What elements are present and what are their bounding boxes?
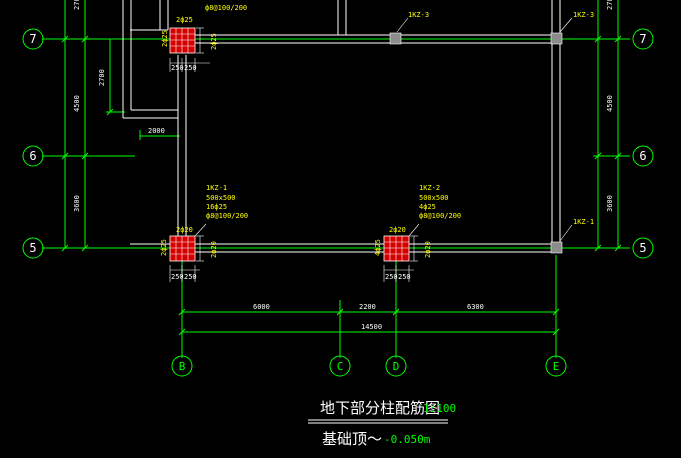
kz1-top-label: 2ф20 xyxy=(176,226,193,234)
kz1-rebar: 16ф25 xyxy=(206,203,227,211)
kz2-rebar: 4ф25 xyxy=(419,203,436,211)
label-kz1-right: 1KZ-1 xyxy=(573,218,594,226)
right-dimension-texts: 2700 4500 3600 xyxy=(606,0,614,212)
top-left-stirrup: ф8@100/200 xyxy=(205,4,247,12)
axis-label-6-left: 6 xyxy=(29,149,36,163)
axis-bubble-7-left xyxy=(22,28,44,50)
left-dim-opening: 2000 xyxy=(148,127,165,135)
column-detail-top-left: 250 250 2ф25 ф8@100/200 2ф25 2ф25 xyxy=(161,4,247,72)
axis-bubble-labels: 7 6 5 7 6 5 B C D E xyxy=(29,32,646,373)
axis-bubble-6-right xyxy=(632,145,654,167)
right-dim-upper: 4500 xyxy=(606,95,614,112)
column-kz1-right xyxy=(550,241,563,254)
label-kz3-mid: 1KZ-3 xyxy=(408,11,429,19)
column-kz3-mid xyxy=(389,32,402,45)
column-kz3-right xyxy=(550,32,563,45)
label-kz3-right: 1KZ-3 xyxy=(573,11,594,19)
axis-label-e: E xyxy=(553,360,560,373)
kz1-half-a: 250 xyxy=(171,273,184,281)
axis-bubbles xyxy=(22,28,654,377)
axis-bubble-6-left xyxy=(22,145,44,167)
top-left-half-b: 250 xyxy=(184,64,197,72)
kz2-size: 500x500 xyxy=(419,194,449,202)
axis-bubble-e xyxy=(545,355,567,377)
top-left-right-label: 2ф25 xyxy=(210,33,218,50)
kz1-stirrup: ф8@100/200 xyxy=(206,212,248,220)
bottom-dim-bc: 6000 xyxy=(253,303,270,311)
bottom-dimension-texts: 6000 2200 6300 14500 xyxy=(253,303,484,331)
kz2-stirrup: ф8@100/200 xyxy=(419,212,461,220)
bottom-dim-de: 6300 xyxy=(467,303,484,311)
axis-bubble-c xyxy=(329,355,351,377)
kz1-size: 500x500 xyxy=(206,194,236,202)
left-dimension-texts: 2700 4500 3600 2700 2000 xyxy=(73,0,165,212)
bottom-dimension-chain xyxy=(178,308,560,336)
title-block: 地下部分柱配筋图 1:100 基础顶～ -0.050m xyxy=(308,399,456,448)
grid-lines xyxy=(42,38,630,358)
drawing-elevation: -0.050m xyxy=(384,433,431,446)
left-dimension-chain xyxy=(60,0,180,252)
column-detail-kz2: 250 250 2ф20 4ф25 2ф20 1KZ-2 500x500 4ф2… xyxy=(374,184,461,282)
kz2-half-a: 250 xyxy=(385,273,398,281)
axis-bubble-5-right xyxy=(632,237,654,259)
right-dim-lower: 3600 xyxy=(606,195,614,212)
kz1-side-label: 2ф25 xyxy=(160,239,168,256)
left-dim-top: 2700 xyxy=(73,0,81,10)
small-columns xyxy=(389,32,563,254)
drawing-title: 地下部分柱配筋图 xyxy=(320,399,440,417)
axis-label-b: B xyxy=(179,360,186,373)
axis-label-5-left: 5 xyxy=(29,241,36,255)
axis-label-d: D xyxy=(393,360,400,373)
axis-bubble-7-right xyxy=(632,28,654,50)
column-detail-kz1: 250 250 2ф20 2ф25 2ф20 1KZ-1 500x500 16ф… xyxy=(160,184,248,282)
bottom-dim-cd: 2200 xyxy=(359,303,376,311)
axis-label-5-right: 5 xyxy=(639,241,646,255)
drawing-subtitle: 基础顶～ xyxy=(322,430,382,448)
bottom-dim-total: 14500 xyxy=(361,323,382,331)
kz1-half-b: 250 xyxy=(184,273,197,281)
kz1-right-label: 2ф20 xyxy=(210,241,218,258)
left-dim-inner: 2700 xyxy=(98,69,106,86)
kz2-name: 1KZ-2 xyxy=(419,184,440,192)
top-left-half-a: 250 xyxy=(171,64,184,72)
axis-label-7-right: 7 xyxy=(639,32,646,46)
axis-bubble-d xyxy=(385,355,407,377)
axis-bubble-b xyxy=(171,355,193,377)
small-column-labels: 1KZ-3 1KZ-3 1KZ-1 xyxy=(396,11,594,242)
top-left-top-label: 2ф25 xyxy=(176,16,193,24)
axis-label-c: C xyxy=(337,360,344,373)
right-dimension-chain xyxy=(593,0,623,252)
left-dim-upper: 4500 xyxy=(73,95,81,112)
top-left-side-label: 2ф25 xyxy=(161,30,169,47)
axis-label-6-right: 6 xyxy=(639,149,646,163)
right-dim-top: 2700 xyxy=(606,0,614,10)
drawing-scale: 1:100 xyxy=(423,402,456,415)
left-dim-lower: 3600 xyxy=(73,195,81,212)
kz2-right-label: 2ф20 xyxy=(424,241,432,258)
kz2-half-b: 250 xyxy=(398,273,411,281)
axis-bubble-5-left xyxy=(22,237,44,259)
kz2-side-label: 4ф25 xyxy=(374,239,382,256)
kz1-name: 1KZ-1 xyxy=(206,184,227,192)
kz2-top-label: 2ф20 xyxy=(389,226,406,234)
axis-label-7-left: 7 xyxy=(29,32,36,46)
